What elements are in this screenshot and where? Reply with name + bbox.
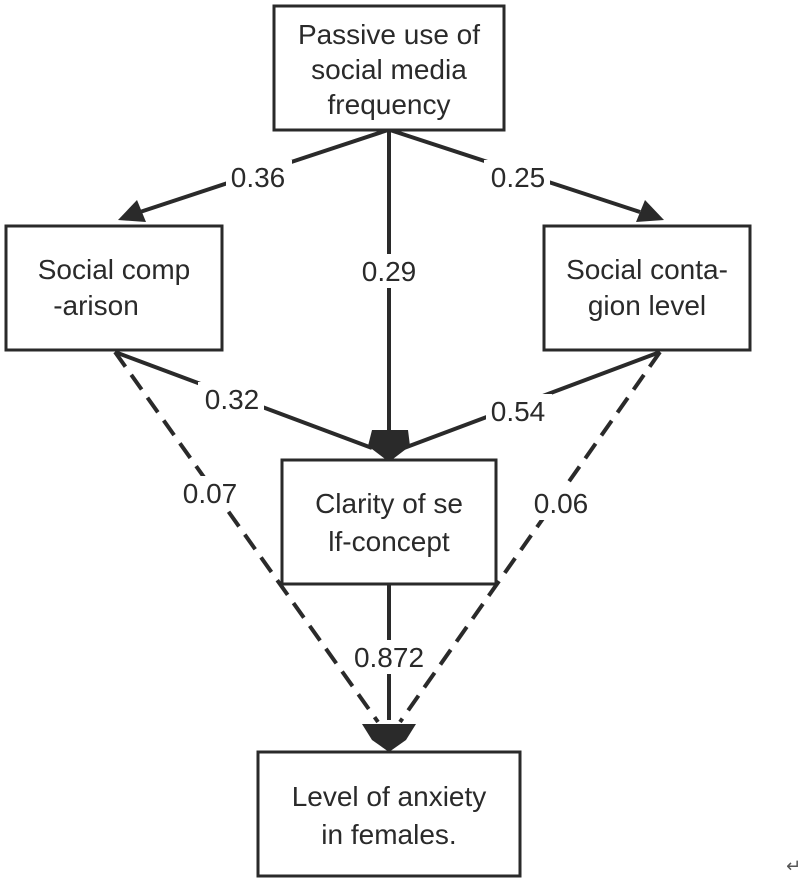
edge-label-comparison-to-anxiety: 0.07	[183, 478, 238, 509]
edge-labels: 0.36 0.25 0.29 0.32 0.54 0.07 0.06 0.872	[176, 160, 594, 674]
node-social-contagion-line-1: Social conta-	[566, 254, 728, 285]
node-social-contagion: Social conta- gion level	[542, 224, 752, 352]
arrow-head-icon	[636, 200, 664, 222]
edge-label-passive-to-comparison: 0.36	[231, 162, 286, 193]
edge-label-passive-to-contagion: 0.25	[491, 162, 546, 193]
edge-label-contagion-to-self-concept: 0.54	[491, 396, 546, 427]
node-self-concept-line-2: lf-concept	[328, 526, 450, 557]
node-social-contagion-line-2: gion level	[588, 290, 706, 321]
node-anxiety: Level of anxiety in females.	[256, 750, 522, 878]
node-social-comparison-line-2: -arison	[53, 290, 139, 321]
arrow-head-icon	[118, 200, 146, 222]
arrow-head-icon	[368, 430, 410, 462]
edge-label-contagion-to-anxiety: 0.06	[534, 488, 589, 519]
node-social-comparison-line-1: Social comp	[38, 254, 191, 285]
node-anxiety-line-2: in females.	[321, 819, 456, 850]
node-self-concept-line-1: Clarity of se	[315, 488, 463, 519]
edge-comparison-to-anxiety	[113, 350, 380, 724]
node-self-concept: Clarity of se lf-concept	[280, 458, 498, 586]
node-passive-use-line-1: Passive use of	[298, 19, 480, 50]
node-anxiety-line-1: Level of anxiety	[292, 781, 487, 812]
return-mark: ↵	[786, 856, 801, 877]
node-passive-use-line-3: frequency	[328, 89, 451, 120]
edge-label-self-concept-to-anxiety: 0.872	[354, 642, 424, 673]
arrow-head-icon	[362, 724, 416, 752]
edge-label-passive-to-self-concept: 0.29	[362, 256, 417, 287]
node-passive-use: Passive use of social media frequency	[272, 4, 506, 132]
edge-label-comparison-to-self-concept: 0.32	[205, 384, 260, 415]
node-passive-use-line-2: social media	[311, 54, 467, 85]
node-social-comparison: Social comp -arison	[4, 224, 224, 352]
edge-contagion-to-anxiety	[398, 350, 662, 724]
